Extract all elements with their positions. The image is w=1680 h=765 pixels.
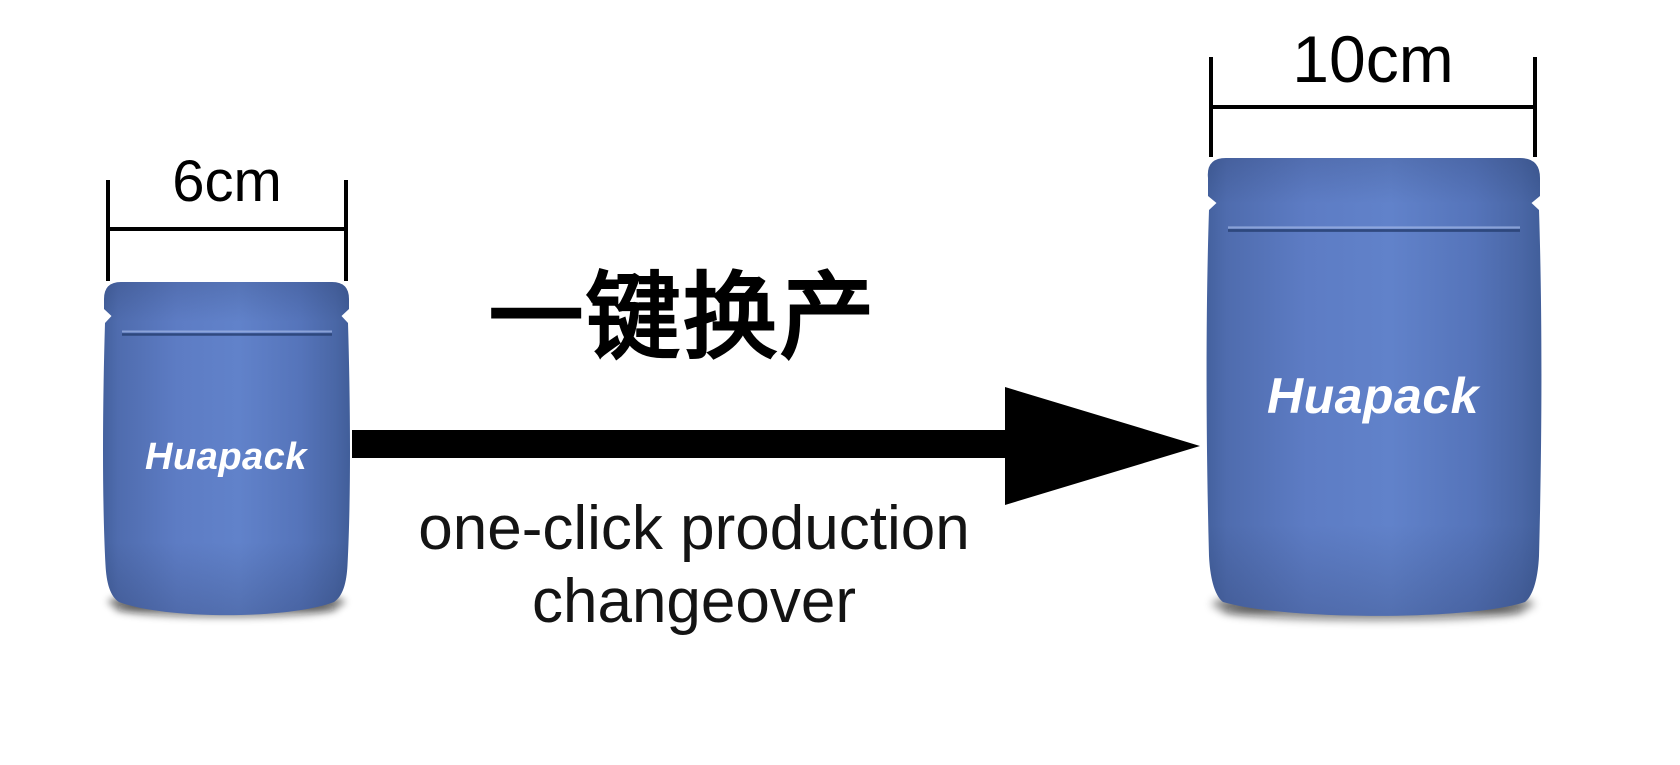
right-dimension-line xyxy=(1210,105,1537,109)
subtitle-line-1: one-click production xyxy=(418,494,970,563)
right-width-label: 10cm xyxy=(1292,22,1454,96)
small-pouch-brand-logo-text: Huapack xyxy=(145,436,308,478)
right-arrow-shape xyxy=(352,387,1200,505)
right-arrow-icon xyxy=(352,387,1200,505)
right-dimension-tick-right xyxy=(1533,57,1537,157)
headline-chinese: 一键换产 xyxy=(488,265,877,371)
big-pouch-image: Huapack xyxy=(1206,158,1542,620)
small-pouch-image: Huapack xyxy=(103,282,350,617)
left-dimension-line xyxy=(107,227,348,231)
left-width-label: 6cm xyxy=(172,149,282,214)
right-dimension-tick-left xyxy=(1209,57,1213,157)
big-pouch-shading xyxy=(1206,158,1542,616)
subtitle-line-2: changeover xyxy=(531,567,857,636)
left-dimension-tick-right xyxy=(344,180,348,281)
left-dimension-tick-left xyxy=(106,180,110,281)
big-pouch-brand-logo-text: Huapack xyxy=(1267,368,1481,424)
subtitle-english: one-click production changeover xyxy=(414,492,974,638)
small-pouch-shading xyxy=(103,282,350,616)
